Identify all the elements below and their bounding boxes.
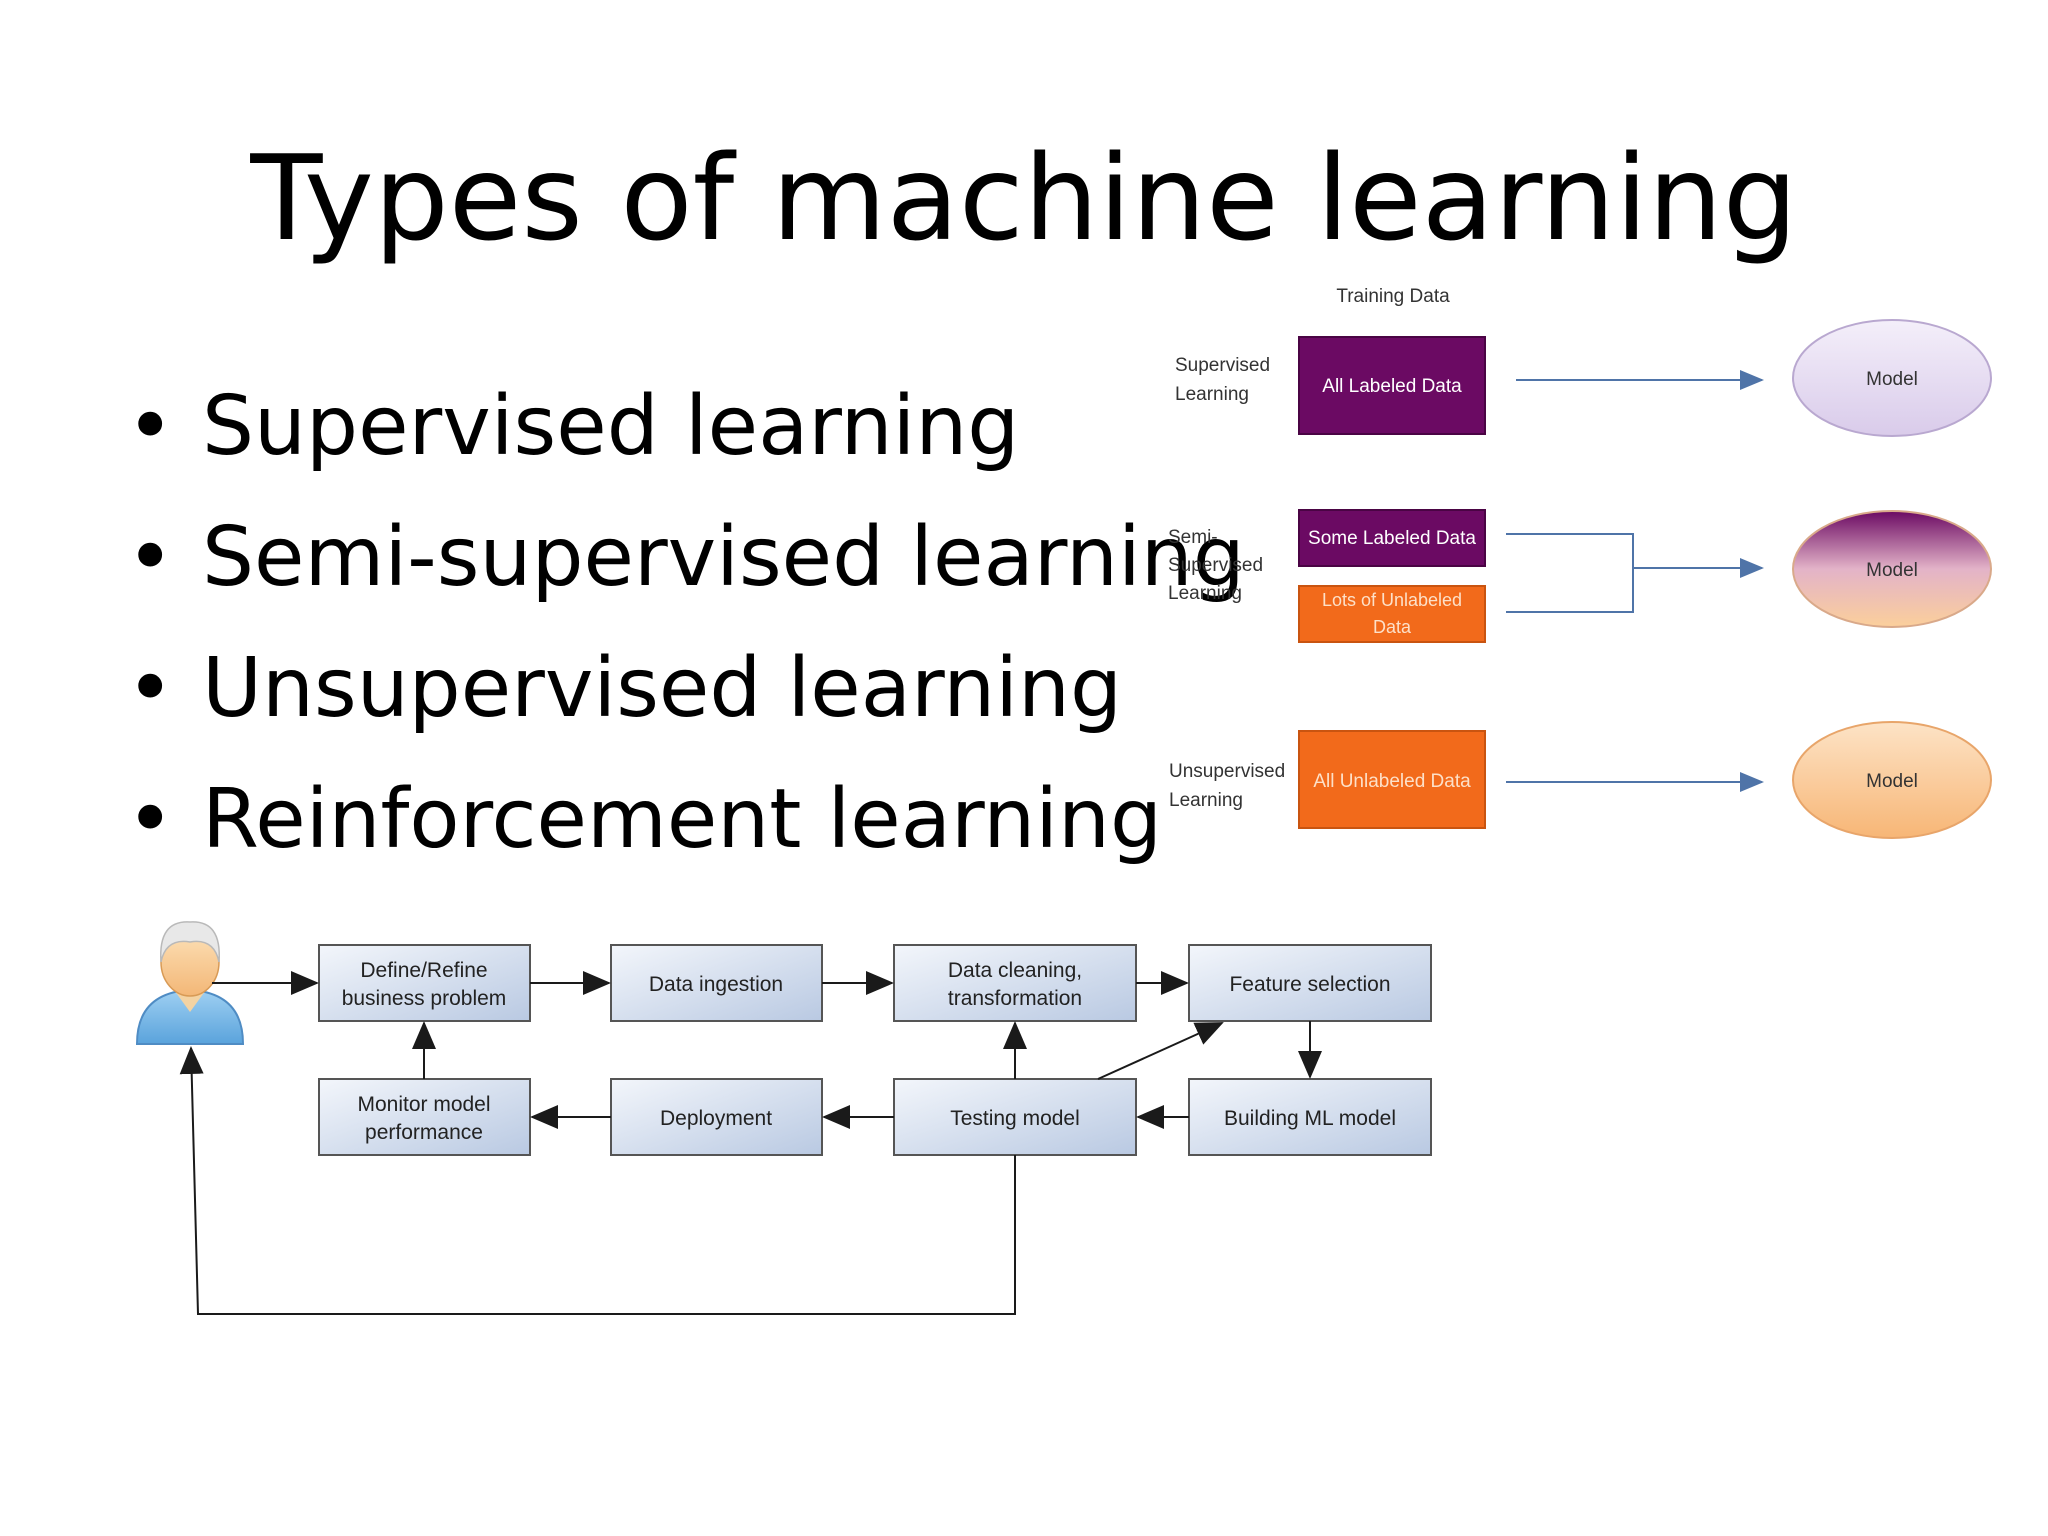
bullet-item: • Unsupervised learning	[120, 634, 1245, 765]
data-cleaning-box	[893, 944, 1137, 1022]
feature-selection-text: Feature selection	[1229, 973, 1390, 996]
unsupervised-model-text: Model	[1866, 771, 1918, 792]
bullet-text: Supervised learning	[202, 379, 1020, 474]
all-labeled-data-text: All Labeled Data	[1322, 376, 1462, 397]
semi-bracket	[1506, 533, 1634, 613]
all-unlabeled-data-text: All Unlabeled Data	[1313, 771, 1471, 792]
semi-label-line3: Learning	[1168, 583, 1242, 604]
some-labeled-data-text: Some Labeled Data	[1308, 528, 1476, 549]
lots-unlabeled-data-text-line2: Data	[1373, 617, 1412, 637]
bullet-dot: •	[126, 641, 175, 736]
define-problem-text-line2: business problem	[342, 987, 507, 1010]
data-ingestion-text: Data ingestion	[649, 973, 783, 996]
supervised-label-line2: Learning	[1175, 384, 1249, 405]
supervised-model-text: Model	[1866, 369, 1918, 390]
semi-model-ellipse	[1792, 510, 1992, 628]
deployment-text: Deployment	[660, 1107, 772, 1130]
feature-selection-box	[1188, 944, 1432, 1022]
training-data-header: Training Data	[1336, 286, 1450, 307]
bullet-text: Semi-supervised learning	[202, 510, 1245, 605]
supervised-model-ellipse	[1792, 319, 1992, 437]
semi-label-line2: Supervised	[1168, 555, 1263, 576]
define-problem-text: Define/Refine	[360, 959, 487, 982]
bullet-text: Reinforcement learning	[202, 772, 1163, 867]
semi-label: Semi-	[1168, 527, 1218, 548]
lots-unlabeled-data-text: Lots of Unlabeled	[1322, 590, 1462, 610]
bullet-item: • Reinforcement learning	[120, 765, 1245, 896]
building-model-box	[1188, 1078, 1432, 1156]
data-cleaning-text-line2: transformation	[948, 987, 1082, 1010]
unsupervised-label: Unsupervised	[1169, 761, 1285, 782]
all-unlabeled-data-box	[1298, 730, 1486, 829]
workflow-arrows	[179, 971, 1322, 1315]
monitor-performance-box	[318, 1078, 531, 1156]
bullet-list: • Supervised learning • Semi-supervised le…	[120, 372, 1245, 896]
bullet-dot: •	[126, 379, 175, 474]
semi-model-text: Model	[1866, 560, 1918, 581]
building-model-text: Building ML model	[1224, 1107, 1396, 1130]
all-labeled-data-box	[1298, 336, 1486, 435]
supervised-label: Supervised	[1175, 355, 1270, 376]
define-problem-box	[318, 944, 531, 1022]
bullet-item: • Supervised learning	[120, 372, 1245, 503]
bullet-dot: •	[126, 772, 175, 867]
testing-model-box	[893, 1078, 1137, 1156]
monitor-performance-text: Monitor model	[357, 1093, 490, 1116]
data-cleaning-text: Data cleaning,	[948, 959, 1082, 982]
user-avatar-icon	[135, 921, 245, 1045]
unsupervised-model-ellipse	[1792, 721, 1992, 839]
testing-model-text: Testing model	[950, 1107, 1080, 1130]
bullet-item: • Semi-supervised learning	[120, 503, 1245, 634]
slide-title: Types of machine learning	[250, 129, 1798, 267]
lots-unlabeled-data-box	[1298, 585, 1486, 643]
bullet-dot: •	[126, 510, 175, 605]
monitor-performance-text-line2: performance	[365, 1121, 483, 1144]
bullet-text: Unsupervised learning	[202, 641, 1123, 736]
deployment-box	[610, 1078, 823, 1156]
some-labeled-data-box	[1298, 509, 1486, 567]
unsupervised-label-line2: Learning	[1169, 790, 1243, 811]
